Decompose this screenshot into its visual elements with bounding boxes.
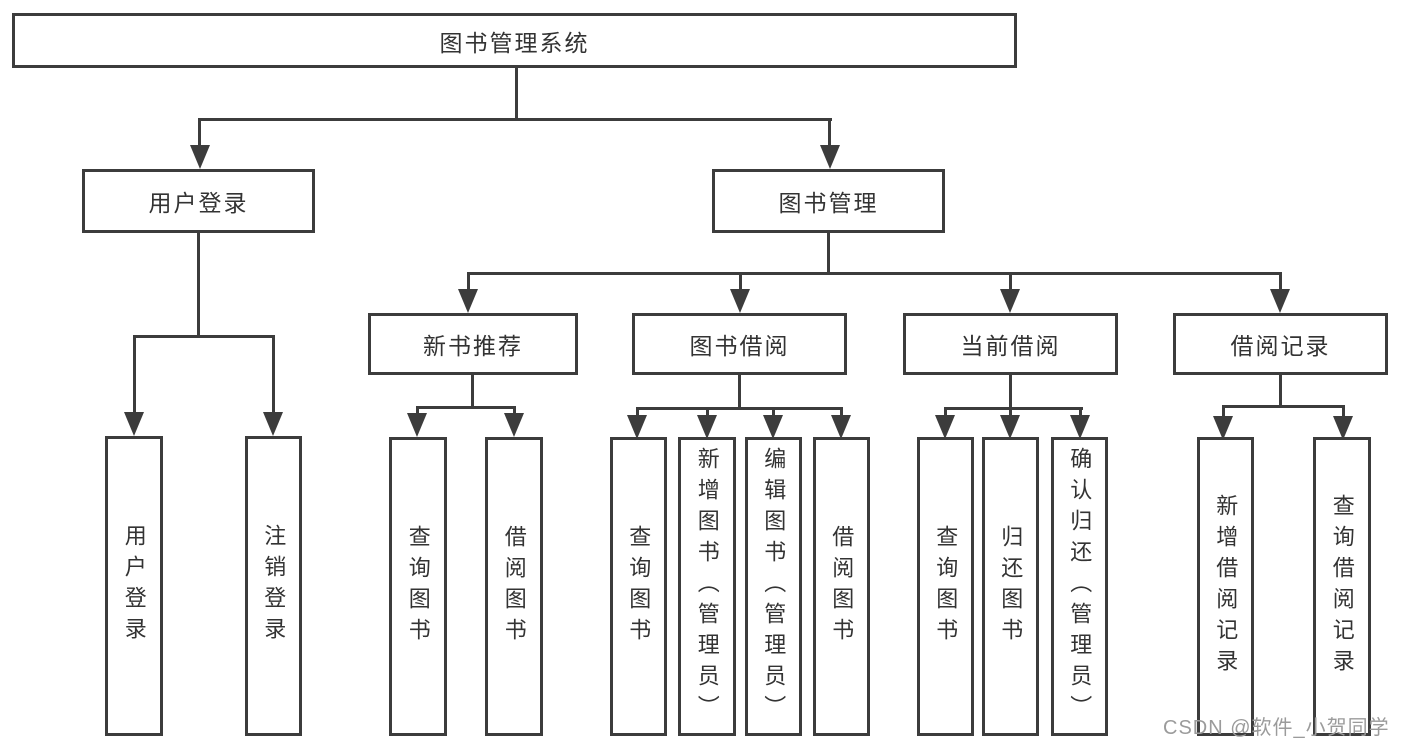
- connector-new-book-stem: [471, 375, 474, 408]
- leaf-nb-query-books: 查询图书: [389, 437, 447, 736]
- leaf-nb-borrow-books: 借阅图书: [485, 437, 543, 736]
- arrowhead-new-book-recommend: [458, 289, 478, 313]
- leaf-bb-edit-books: 编辑图书（管理员）: [745, 437, 802, 736]
- arrowhead-bb-query: [627, 415, 647, 439]
- connector-to-bb-borrow: [840, 407, 843, 417]
- arrowhead-cb-query: [935, 415, 955, 439]
- connector-to-bb-query: [636, 407, 639, 417]
- connector-book-management-split: [467, 272, 1282, 275]
- connector-to-br-add: [1222, 405, 1225, 417]
- leaf-bb-query-books-label: 查询图书: [626, 524, 652, 649]
- arrowhead-bb-add: [697, 415, 717, 439]
- connector-to-br-query: [1342, 405, 1345, 417]
- node-book-borrowing: 图书借阅: [632, 313, 847, 375]
- connector-new-book-split: [416, 406, 516, 409]
- leaf-cb-query-books-label: 查询图书: [933, 524, 959, 649]
- arrowhead-cb-confirm: [1070, 415, 1090, 439]
- leaf-user-login-label: 用户登录: [121, 524, 147, 648]
- arrowhead-br-query: [1333, 416, 1353, 440]
- leaf-user-login: 用户登录: [105, 436, 163, 736]
- leaf-bb-borrow-books-label: 借阅图书: [829, 524, 855, 649]
- connector-to-nb-borrow: [513, 406, 516, 416]
- arrowhead-leaf-user-login: [124, 412, 144, 436]
- leaf-cb-confirm-return-label: 确认归还（管理员）: [1067, 447, 1093, 726]
- leaf-br-add-record-label: 新增借阅记录: [1213, 493, 1239, 680]
- connector-to-book-borrowing: [739, 272, 742, 291]
- connector-book-borrowing-stem: [738, 375, 741, 409]
- arrowhead-nb-query: [407, 413, 427, 437]
- connector-current-borrowing-stem: [1009, 375, 1012, 409]
- leaf-bb-query-books: 查询图书: [610, 437, 667, 736]
- connector-root-split: [199, 118, 832, 121]
- connector-borrowing-records-stem: [1279, 375, 1282, 407]
- arrowhead-book-borrowing: [730, 289, 750, 313]
- csdn-watermark: CSDN @软件_小贺同学: [1163, 717, 1390, 739]
- connector-current-borrowing-split: [944, 407, 1083, 410]
- connector-to-current-borrowing: [1009, 272, 1012, 291]
- connector-to-bb-add: [706, 407, 709, 417]
- connector-to-bb-edit: [772, 407, 775, 417]
- leaf-nb-borrow-books-label: 借阅图书: [501, 524, 527, 649]
- leaf-br-add-record: 新增借阅记录: [1197, 437, 1254, 736]
- leaf-bb-add-books-label: 新增图书（管理员）: [694, 447, 720, 726]
- connector-to-user-login: [198, 118, 201, 147]
- leaf-logout: 注销登录: [245, 436, 302, 736]
- arrowhead-borrowing-records: [1270, 289, 1290, 313]
- connector-to-book-management: [828, 118, 831, 147]
- node-new-book-recommend: 新书推荐: [368, 313, 578, 375]
- connector-user-login-stem: [197, 233, 200, 337]
- connector-to-cb-query: [944, 407, 947, 417]
- arrowhead-nb-borrow: [504, 413, 524, 437]
- node-library-management-system: 图书管理系统: [12, 13, 1017, 68]
- leaf-cb-return-books-label: 归还图书: [998, 524, 1024, 649]
- connector-to-cb-return: [1009, 407, 1012, 417]
- leaf-br-query-record: 查询借阅记录: [1313, 437, 1371, 736]
- connector-book-management-stem: [827, 233, 830, 274]
- leaf-nb-query-books-label: 查询图书: [405, 524, 431, 649]
- arrowhead-cb-return: [1000, 415, 1020, 439]
- node-book-management: 图书管理: [712, 169, 945, 233]
- node-current-borrowing: 当前借阅: [903, 313, 1118, 375]
- leaf-cb-confirm-return: 确认归还（管理员）: [1051, 437, 1108, 736]
- arrowhead-bb-borrow: [831, 415, 851, 439]
- leaf-bb-borrow-books: 借阅图书: [813, 437, 870, 736]
- connector-root-stem: [515, 68, 518, 121]
- connector-to-nb-query: [416, 406, 419, 416]
- arrowhead-br-add: [1213, 416, 1233, 440]
- connector-to-leaf-user-login: [133, 335, 136, 414]
- leaf-br-query-record-label: 查询借阅记录: [1329, 493, 1355, 680]
- arrowhead-bb-edit: [763, 415, 783, 439]
- connector-to-borrowing-records: [1279, 272, 1282, 291]
- arrowhead-book-management: [820, 145, 840, 169]
- leaf-logout-label: 注销登录: [261, 524, 287, 648]
- node-borrowing-records: 借阅记录: [1173, 313, 1388, 375]
- leaf-cb-return-books: 归还图书: [982, 437, 1039, 736]
- leaf-cb-query-books: 查询图书: [917, 437, 974, 736]
- connector-to-leaf-logout: [272, 335, 275, 414]
- connector-borrowing-records-split: [1222, 405, 1345, 408]
- arrowhead-current-borrowing: [1000, 289, 1020, 313]
- arrowhead-user-login: [190, 145, 210, 169]
- node-user-login: 用户登录: [82, 169, 315, 233]
- connector-to-cb-confirm: [1079, 407, 1082, 417]
- leaf-bb-add-books: 新增图书（管理员）: [678, 437, 736, 736]
- connector-user-login-split: [133, 335, 275, 338]
- leaf-bb-edit-books-label: 编辑图书（管理员）: [761, 447, 787, 726]
- arrowhead-leaf-logout: [263, 412, 283, 436]
- connector-to-new-book-recommend: [467, 272, 470, 291]
- connector-book-borrowing-split: [636, 407, 843, 410]
